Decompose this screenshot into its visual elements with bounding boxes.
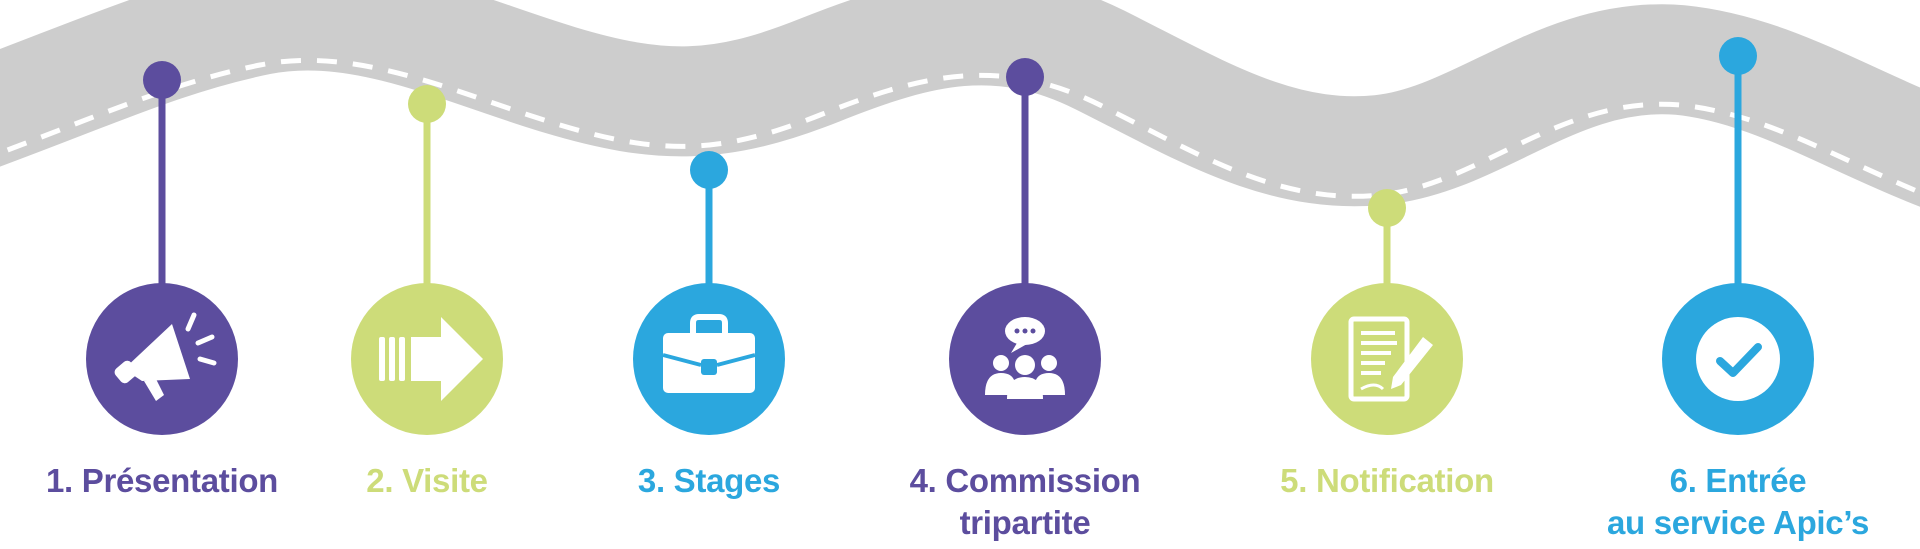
step-3-pin bbox=[690, 151, 728, 189]
step-5-label-line-1: 5. Notification bbox=[1280, 462, 1494, 499]
step-6-pin bbox=[1719, 37, 1757, 75]
step-3-label: 3. Stages bbox=[529, 460, 889, 502]
step-5-circle bbox=[1311, 283, 1463, 435]
step-6-label-line-2: au service Apic’s bbox=[1606, 504, 1870, 541]
road bbox=[0, 0, 1920, 207]
step-6-label-line-1: 6. Entrée bbox=[1669, 462, 1807, 499]
step-6-label: 6. Entrée au service Apic’s bbox=[1558, 460, 1918, 544]
step-4-pin bbox=[1006, 58, 1044, 96]
road-center-dashes bbox=[0, 57, 1920, 199]
step-3-label-line-1: 3. Stages bbox=[637, 462, 781, 499]
step-1-label-line-1: 1. Présentation bbox=[45, 462, 279, 499]
step-2-label: 2. Visite bbox=[247, 460, 607, 502]
megaphone-icon bbox=[114, 312, 217, 401]
timeline-step-6 bbox=[1662, 37, 1814, 435]
arrow-right-icon bbox=[379, 317, 483, 401]
step-4-label-line-1: 4. Commission bbox=[909, 462, 1141, 499]
step-2-label-line-1: 2. Visite bbox=[366, 462, 488, 499]
step-5-label: 5. Notification bbox=[1207, 460, 1567, 502]
step-1-pin bbox=[143, 61, 181, 99]
timeline-step-5 bbox=[1311, 189, 1463, 435]
step-2-pin bbox=[408, 85, 446, 123]
document-signature-icon bbox=[1348, 316, 1433, 402]
step-1-label: 1. Présentation bbox=[0, 460, 342, 502]
timeline-step-2 bbox=[351, 85, 503, 435]
meeting-people-icon bbox=[985, 317, 1065, 399]
step-4-label-line-2: tripartite bbox=[959, 504, 1091, 541]
timeline-step-3 bbox=[633, 151, 785, 435]
step-4-label: 4. Commission tripartite bbox=[845, 460, 1205, 544]
timeline-step-4 bbox=[949, 58, 1101, 435]
step-5-pin bbox=[1368, 189, 1406, 227]
timeline-step-1 bbox=[86, 61, 238, 435]
check-circle-icon bbox=[1696, 317, 1780, 401]
briefcase-icon bbox=[662, 314, 756, 393]
